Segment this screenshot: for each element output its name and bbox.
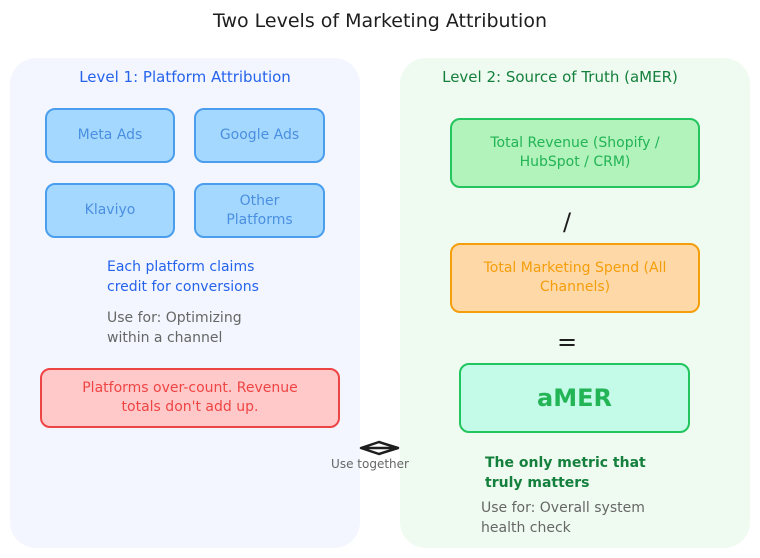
level1-claim-text: Each platform claims credit for conversi… — [107, 259, 259, 295]
total-spend-box: Total Marketing Spend (All Channels) — [450, 243, 700, 313]
platform-meta-ads: Meta Ads — [45, 108, 175, 163]
use-together-label: Use together — [331, 457, 409, 471]
platform-google-ads: Google Ads — [194, 108, 325, 163]
equals-operator: = — [556, 328, 578, 356]
bidirectional-arrow-icon — [359, 440, 400, 456]
amer-result-box: aMER — [459, 363, 690, 433]
level2-title: Level 2: Source of Truth (aMER) — [442, 68, 678, 86]
diagram-title: Two Levels of Marketing Attribution — [213, 10, 547, 32]
amer-note: The only metric that truly matters — [485, 455, 646, 491]
total-revenue-box: Total Revenue (Shopify / HubSpot / CRM) — [450, 118, 700, 188]
level1-use-for: Use for: Optimizing within a channel — [107, 310, 242, 346]
level2-use-for: Use for: Overall system health check — [481, 500, 645, 536]
platform-other: Other Platforms — [194, 183, 325, 238]
level1-title: Level 1: Platform Attribution — [79, 68, 291, 86]
overcount-warning: Platforms over-count. Revenue totals don… — [40, 368, 340, 428]
divide-operator: / — [562, 208, 572, 236]
platform-klaviyo: Klaviyo — [45, 183, 175, 238]
